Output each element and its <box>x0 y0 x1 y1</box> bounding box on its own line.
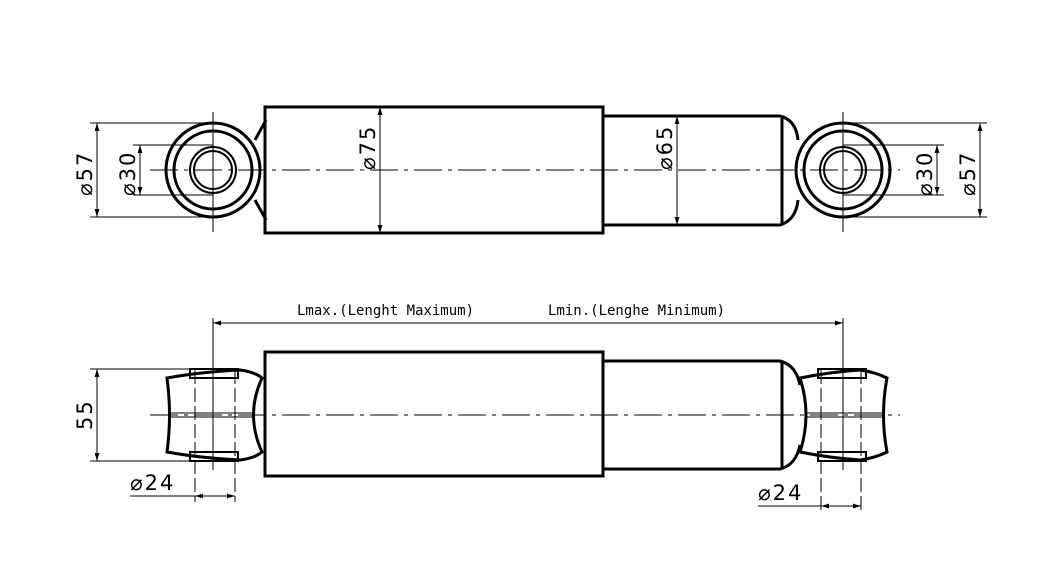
body-dia-label: ⌀75 <box>356 125 380 170</box>
right-bushing <box>798 318 889 512</box>
right-eye <box>794 112 892 232</box>
rod-tube <box>603 114 800 227</box>
dimensions-side: Lmax.(Lenght Maximum) Lmin.(Lenghe Minim… <box>73 303 861 509</box>
side-view: Lmax.(Lenght Maximum) Lmin.(Lenghe Minim… <box>73 303 900 512</box>
left-pin-dia-label: ⌀24 <box>130 471 175 495</box>
left-eye <box>164 112 268 232</box>
left-inner-dia-label: ⌀30 <box>116 151 140 196</box>
dimensions-top: ⌀57 ⌀30 ⌀75 ⌀65 ⌀30 ⌀57 <box>73 107 987 233</box>
right-inner-dia-label: ⌀30 <box>913 151 937 196</box>
rod-tube-dia-label: ⌀65 <box>653 125 677 170</box>
lmax-label: Lmax.(Lenght Maximum) <box>297 303 474 319</box>
right-outer-dia-label: ⌀57 <box>956 151 980 196</box>
left-bushing <box>165 318 264 502</box>
body-cylinder <box>263 350 605 478</box>
right-pin-dia-label: ⌀24 <box>758 481 803 505</box>
top-view: ⌀57 ⌀30 ⌀75 ⌀65 ⌀30 ⌀57 <box>73 105 987 235</box>
rod-tube <box>603 359 802 471</box>
bushing-width-label: 55 <box>73 399 97 430</box>
body-cylinder <box>263 105 605 235</box>
lmin-label: Lmin.(Lenghe Minimum) <box>548 303 725 319</box>
left-outer-dia-label: ⌀57 <box>73 151 97 196</box>
